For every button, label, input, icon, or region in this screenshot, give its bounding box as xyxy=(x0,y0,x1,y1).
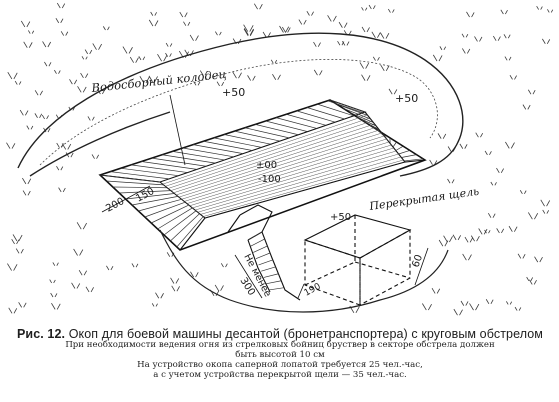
pit-floor xyxy=(162,114,404,217)
dimension-lines xyxy=(101,94,429,299)
caption-line-3: На устройство окопа саперной лопатой тре… xyxy=(137,360,423,371)
rim-right-level: +50 xyxy=(395,92,418,105)
floor-level-00: ±00 xyxy=(256,160,277,171)
parapet-inner xyxy=(39,59,438,166)
floor-level-100: -100 xyxy=(258,174,281,185)
covered-slit xyxy=(303,214,412,306)
ramp-steps xyxy=(247,231,285,291)
caption-title: Рис. 12. Окоп для боевой машины десантой… xyxy=(4,327,556,341)
slit-top-level: +50 xyxy=(330,212,351,223)
wall-hatching xyxy=(99,99,424,248)
figure-caption: Рис. 12. Окоп для боевой машины десантой… xyxy=(4,327,556,381)
slit-label: Перекрытая щель xyxy=(368,185,480,213)
caption-line-4: а с учетом устройства перекрытой щели — … xyxy=(153,370,407,380)
dim-60: 60 xyxy=(410,253,425,269)
trench-diagram: Водосборный колодец Перекрытая щель +50 … xyxy=(6,2,554,316)
figure-number: Рис. 12. xyxy=(17,327,66,341)
caption-line-2: быть высотой 10 см xyxy=(235,350,325,361)
rim-left-level: +50 xyxy=(222,86,245,99)
caption-title-text: Окоп для боевой машины десантой (бронетр… xyxy=(68,327,543,341)
slit-mound xyxy=(159,229,449,313)
caption-line-1: При необходимости ведения огня из стрелк… xyxy=(65,340,495,351)
parapet-outline xyxy=(17,32,464,177)
dim-200: 200 xyxy=(104,196,126,215)
well-label: Водосборный колодец xyxy=(90,67,227,95)
